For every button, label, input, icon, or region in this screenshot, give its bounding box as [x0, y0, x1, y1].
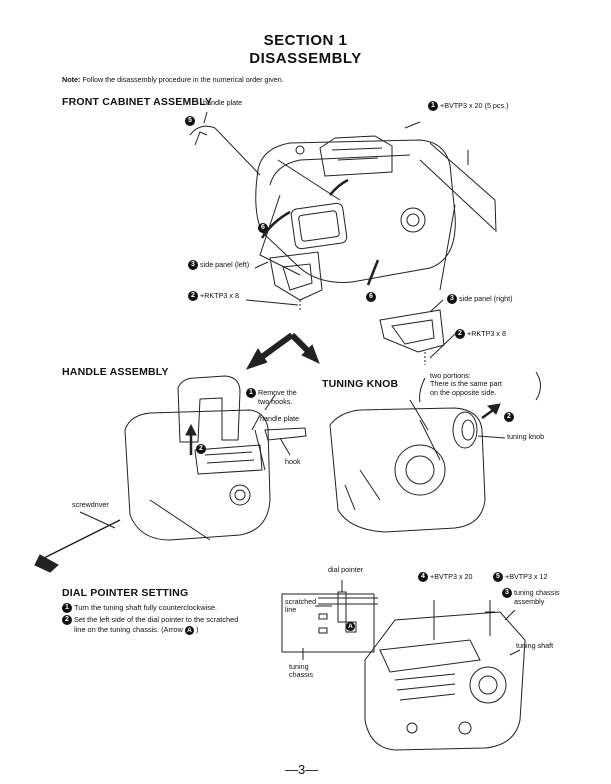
note-line: Note: Follow the disassembly procedure i… [62, 75, 284, 84]
arrow-a-marker: A [184, 625, 194, 635]
section-number: SECTION 1 [263, 32, 348, 49]
tuning-knob-drawing [329, 399, 486, 533]
front-cabinet-drawing [255, 135, 497, 291]
handle-plate-label-2: handle plate [260, 414, 300, 423]
dial-pointer-label: dial pointer [328, 565, 364, 574]
step-6-marker-right: 6 [366, 292, 378, 302]
screw-2-right-label: 2+RKTP3 x 8 [455, 329, 506, 339]
handle-assembly-heading: HANDLE ASSEMBLY [62, 366, 169, 378]
front-cabinet-heading: FRONT CABINET ASSEMBLY [62, 96, 213, 108]
page-number: —3— [285, 762, 319, 777]
screw-5-label: 5+BVTP3 x 12 [493, 572, 548, 582]
handle-plate-label: handle plate [203, 98, 243, 107]
step-5-marker: 5 [185, 116, 197, 126]
tuning-shaft-label: tuning shaft [516, 641, 554, 650]
page-title: DISASSEMBLY [249, 50, 362, 67]
dial-pointer-heading: DIAL POINTER SETTING [62, 587, 189, 599]
screw-1-label: 1+BVTP3 x 20 (5 pcs.) [428, 101, 509, 111]
screw-2-left-label: 2+RKTP3 x 8 [188, 291, 239, 301]
step-2-marker-knob: 2 [504, 412, 516, 422]
tuning-knob-heading: TUNING KNOB [322, 378, 399, 390]
screw-4-label: 4+BVTP3 x 20 [418, 572, 473, 582]
note-label: Note: [62, 75, 81, 84]
tuning-chassis-drawing [364, 600, 526, 751]
hook-label: hook [285, 457, 301, 466]
two-portions-note: two portions: There is the same part on … [430, 371, 502, 397]
screwdriver-label: screwdriver [72, 500, 109, 509]
tuning-knob-label: tuning knob [507, 432, 545, 441]
handle-assembly-drawing [124, 375, 271, 541]
step-6-marker-left: 6 [258, 223, 270, 233]
note-text: Follow the disassembly procedure in the … [82, 75, 284, 84]
arrow-a-inset: A [346, 622, 357, 631]
dial-inset-frame [281, 593, 375, 653]
step-2-marker-handle: 2 [196, 444, 208, 454]
